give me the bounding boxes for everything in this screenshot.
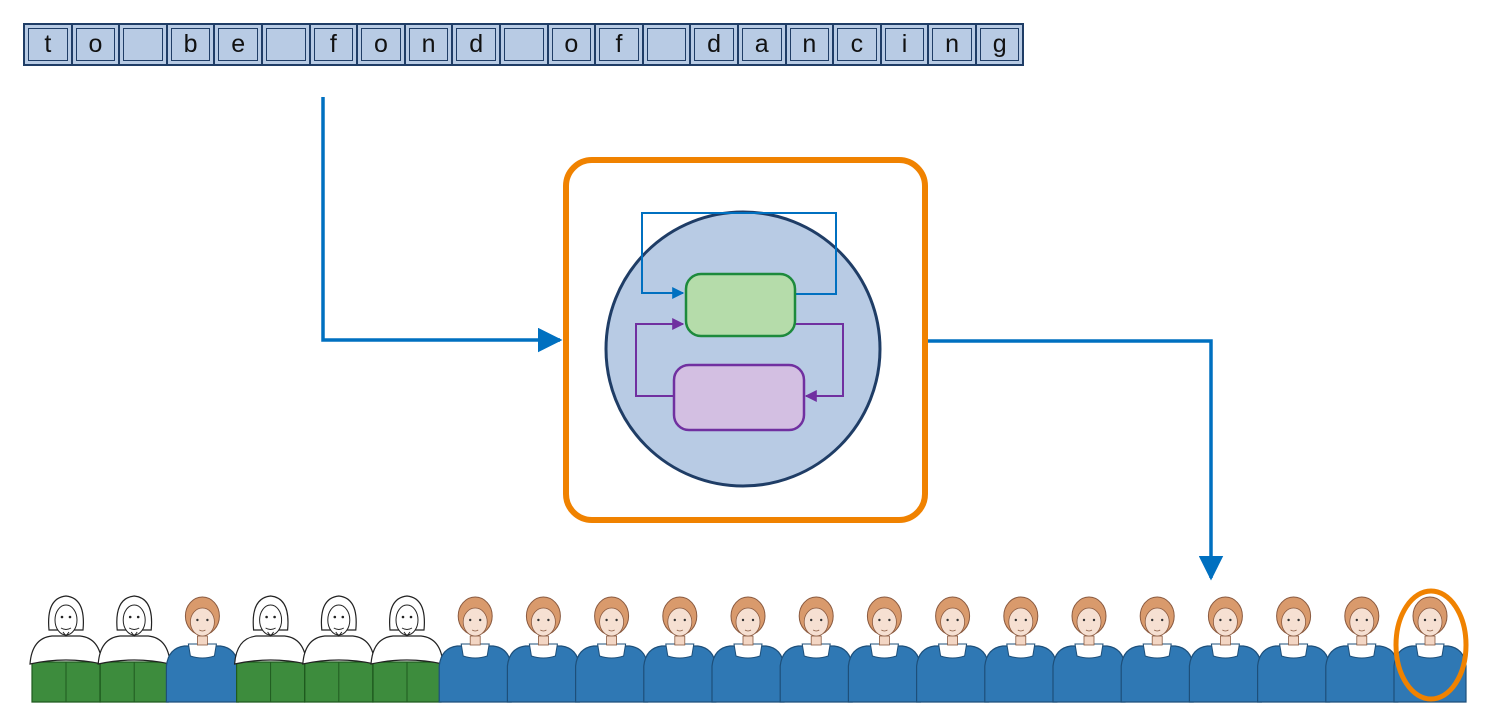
char-label: g [992,30,1007,58]
char-label: f [329,30,337,58]
char-cell: o [546,23,597,66]
char-label: d [707,30,722,58]
char-label: t [44,30,52,58]
char-label: n [421,30,436,58]
char-label: b [183,30,198,58]
char-label: c [850,30,864,58]
woman-figure [916,596,990,703]
shakespeare-figure [370,595,444,703]
shakespeare-figure [29,595,103,703]
woman-figure [438,596,512,703]
woman-figure [779,596,853,703]
woman-figure [165,596,239,703]
char-cell: g [974,23,1025,66]
char-label: n [945,30,960,58]
purple-loop-up [635,318,685,397]
char-label: a [754,30,769,58]
shakespeare-figure [302,595,376,703]
woman-figure [847,596,921,703]
green-state-box [684,272,797,338]
char-label: o [564,30,579,58]
purple-loop-down [795,323,844,402]
output-flow-arrow [928,339,1224,581]
woman-figure [711,596,785,703]
woman-figure [1257,596,1331,703]
shakespeare-figure [233,595,308,703]
woman-figure [506,596,580,703]
char-cell: f [594,23,644,66]
char-label: d [469,30,484,58]
woman-figure [1052,596,1126,703]
woman-figure [984,596,1058,703]
char-label: f [615,30,623,58]
input-flow-arrow [321,97,563,353]
char-cell: e [213,23,263,66]
char-label: i [901,30,908,58]
shakespeare-figure [97,595,171,703]
woman-figure [1120,596,1194,703]
char-label: e [231,30,246,58]
char-label: o [88,30,103,58]
char-label: n [802,30,817,58]
woman-figure [575,596,649,703]
blue-feedback-loop [641,212,837,299]
char-label: o [374,30,388,58]
woman-figure [1188,596,1262,703]
woman-figure [643,596,717,703]
recurrent-cell-circle [604,210,882,488]
woman-figure [1325,596,1399,703]
output-figures-row [29,595,1467,703]
selected-output-highlight [1393,588,1469,702]
char-cell: n [784,23,835,66]
purple-state-box [672,363,806,432]
